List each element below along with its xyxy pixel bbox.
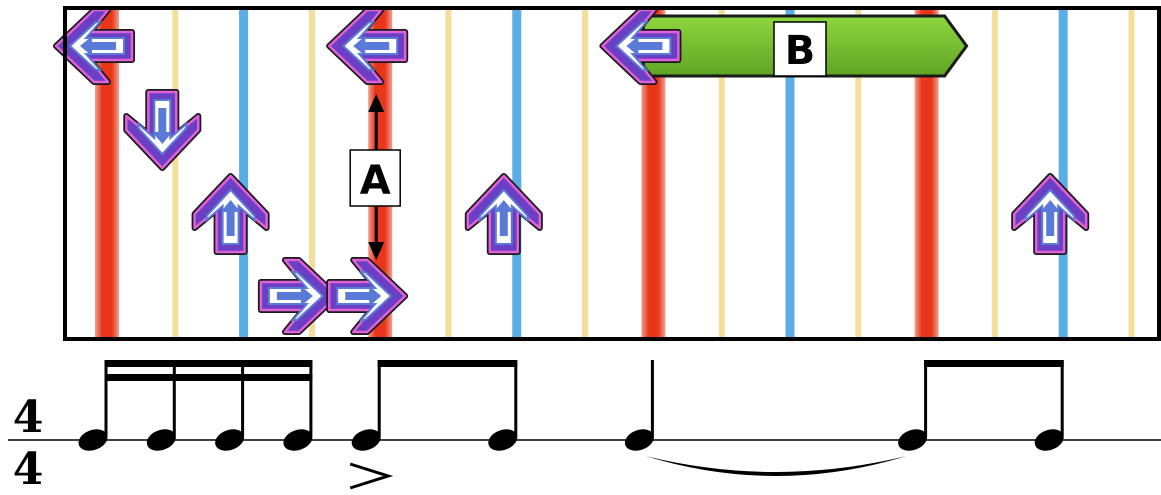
tie bbox=[645, 456, 907, 476]
beat-line-sixteenth bbox=[445, 10, 452, 338]
beat-line-sixteenth bbox=[991, 10, 998, 338]
beat-line-sixteenth bbox=[308, 10, 315, 338]
time-sig-bottom: 4 bbox=[13, 444, 44, 495]
notehead bbox=[78, 429, 108, 451]
beam bbox=[377, 360, 518, 367]
down-arrow-icon bbox=[123, 89, 202, 171]
notehead bbox=[146, 429, 176, 451]
beat-line-sixteenth bbox=[582, 10, 589, 338]
beat-line-sixteenth bbox=[855, 10, 862, 338]
beam bbox=[924, 360, 1064, 367]
beat-line-sixteenth bbox=[718, 10, 725, 338]
notehead bbox=[215, 429, 245, 451]
notehead bbox=[1034, 429, 1064, 451]
arrow-notes bbox=[53, 7, 1090, 335]
up-arrow-icon bbox=[191, 173, 270, 255]
up-arrow-icon bbox=[1011, 173, 1090, 255]
left-arrow-icon bbox=[53, 7, 135, 85]
right-arrow-icon bbox=[257, 257, 340, 335]
label-b-box bbox=[773, 21, 827, 77]
rhythm-staff: 44 bbox=[8, 360, 1161, 495]
beam bbox=[104, 360, 313, 367]
up-arrow-icon bbox=[464, 173, 543, 255]
left-arrow-icon bbox=[326, 7, 409, 85]
beat-line-eighth bbox=[512, 10, 522, 338]
arrowhead-down-icon bbox=[368, 242, 385, 260]
arrowhead-up-icon bbox=[368, 94, 385, 112]
beat-line-eighth bbox=[785, 10, 795, 338]
accent-mark bbox=[349, 462, 394, 490]
beat-line-sixteenth bbox=[1128, 10, 1135, 338]
notehead bbox=[488, 429, 518, 451]
notehead bbox=[283, 429, 313, 451]
beat-line-measure bbox=[95, 10, 119, 338]
label-a-box bbox=[349, 149, 401, 207]
beat-line-eighth bbox=[1058, 10, 1068, 338]
label-a: A bbox=[360, 158, 391, 204]
chart-frame bbox=[63, 6, 1161, 341]
notehead bbox=[351, 429, 381, 451]
beat-line-eighth bbox=[239, 10, 249, 338]
right-arrow-icon bbox=[326, 257, 409, 335]
label-b: B bbox=[785, 28, 816, 74]
annotations: AB bbox=[349, 21, 827, 260]
notehead bbox=[624, 429, 654, 451]
beat-line-sixteenth bbox=[172, 10, 179, 338]
time-sig-top: 4 bbox=[13, 392, 44, 443]
beam bbox=[104, 374, 313, 381]
notehead bbox=[898, 429, 928, 451]
